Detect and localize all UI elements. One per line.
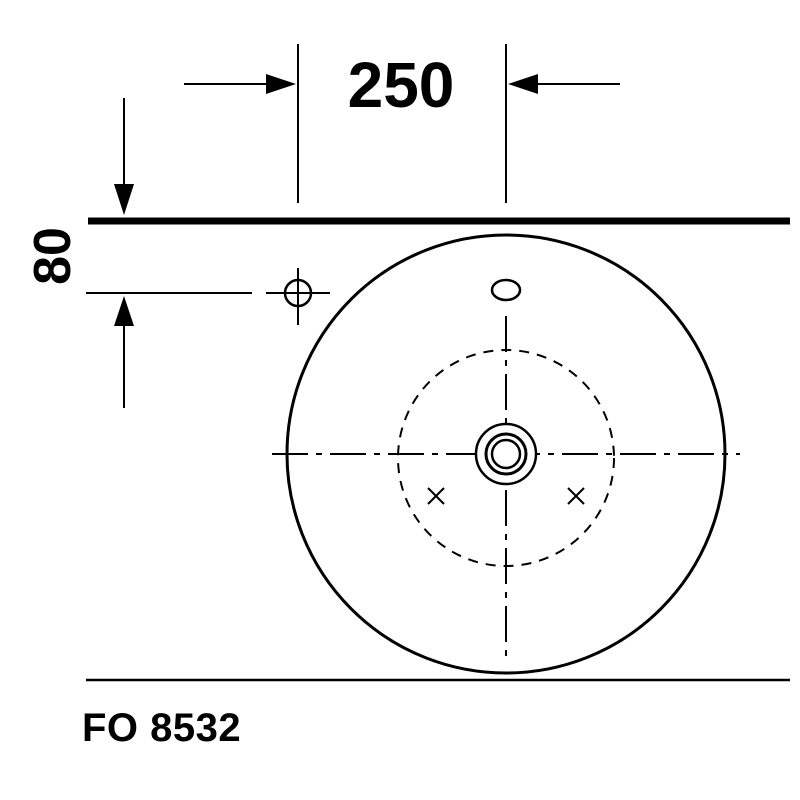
dimension-arrow-right [508,74,620,94]
mounting-point-left [427,487,445,505]
model-number: FO 8532 [82,706,242,750]
mounting-point-right [567,487,585,505]
tap-hole-marker [266,268,330,325]
dimension-label-80: 80 [24,227,82,285]
dimension-label-250: 250 [348,49,455,121]
dimension-arrow-top [114,98,134,215]
drain [474,422,538,486]
overflow-hole [490,278,522,302]
dimension-arrow-bottom [114,296,134,408]
dimension-arrow-left [184,74,296,94]
